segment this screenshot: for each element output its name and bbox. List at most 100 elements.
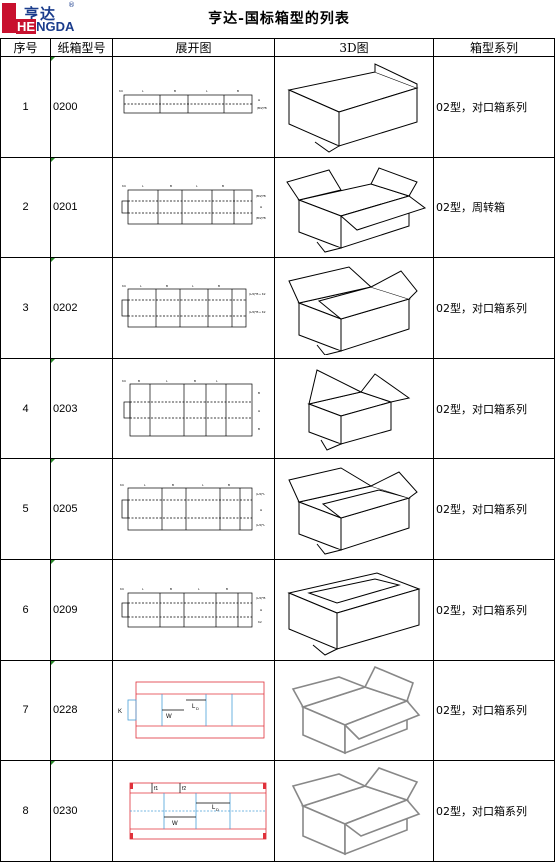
table-row: 8 0230 <box>0 760 555 862</box>
svg-text:L: L <box>198 587 200 591</box>
svg-text:L: L <box>212 805 216 811</box>
box-3d-0200 <box>287 63 419 153</box>
col-header-code: 纸箱型号 <box>50 38 113 57</box>
box-type-table: 序号 纸箱型号 展开图 3D图 箱型系列 1 0200 KC <box>0 38 555 862</box>
svg-text:B: B <box>218 284 220 288</box>
svg-text:KC: KC <box>122 184 127 188</box>
row-index: 1 <box>0 56 51 158</box>
svg-text:B: B <box>166 284 168 288</box>
svg-text:D: D <box>196 706 199 711</box>
svg-text:(L/2)*B: (L/2)*B <box>256 596 265 600</box>
svg-text:L: L <box>216 379 218 383</box>
box-3d-0228 <box>291 666 421 755</box>
svg-text:D: D <box>216 807 219 812</box>
box-3d-0209 <box>287 572 421 656</box>
svg-text:(B/2)*B: (B/2)*B <box>256 216 266 220</box>
svg-text:B: B <box>170 184 172 188</box>
box-3d-0202 <box>288 266 418 355</box>
svg-text:L: L <box>140 284 142 288</box>
svg-text:(L/2)*L: (L/2)*L <box>256 492 265 496</box>
row-series: 02型，对口箱系列 <box>433 760 555 862</box>
box-3d-view <box>274 659 434 762</box>
layout-diagram: KC L B L B (B/2)*B H (B/2)*B <box>112 156 275 259</box>
svg-text:K: K <box>118 709 122 715</box>
box-3d-0230 <box>291 767 421 856</box>
logo-mark <box>2 3 16 33</box>
svg-text:L: L <box>196 184 198 188</box>
svg-text:(L/2)*B + K2: (L/2)*B + K2 <box>249 292 266 296</box>
svg-text:L: L <box>192 284 194 288</box>
svg-text:B: B <box>222 184 224 188</box>
row-series: 02型，对口箱系列 <box>433 458 555 560</box>
box-3d-view <box>274 558 434 661</box>
svg-text:L: L <box>192 704 196 710</box>
svg-text:KC: KC <box>122 284 127 288</box>
row-series: 02型，对口箱系列 <box>433 659 555 762</box>
svg-text:(L/2)*B + K2: (L/2)*B + K2 <box>249 310 266 314</box>
svg-text:KC: KC <box>119 89 124 93</box>
col-header-layout: 展开图 <box>112 38 275 57</box>
svg-text:L: L <box>142 184 144 188</box>
header: 亨达 ® HENGDA 亨达-国标箱型的列表 <box>0 0 558 38</box>
svg-text:L: L <box>142 587 144 591</box>
row-index: 2 <box>0 156 51 259</box>
logo-chinese: 亨达 <box>24 5 57 23</box>
row-index: 8 <box>0 760 51 862</box>
svg-text:B: B <box>170 587 172 591</box>
box-3d-view <box>274 257 434 359</box>
box-3d-0203 <box>307 368 411 451</box>
box-3d-view <box>274 156 434 259</box>
svg-text:B: B <box>226 587 228 591</box>
box-3d-0201 <box>286 167 427 253</box>
row-code: 0200 <box>50 56 113 158</box>
row-index: 6 <box>0 558 51 661</box>
box-3d-view <box>274 458 434 560</box>
svg-text:L: L <box>144 483 146 487</box>
svg-text:H: H <box>260 508 262 512</box>
row-code: 0230 <box>50 760 113 862</box>
row-code: 0205 <box>50 458 113 560</box>
row-series: 02型，对口箱系列 <box>433 558 555 661</box>
table-header-row: 序号 纸箱型号 展开图 3D图 箱型系列 <box>0 38 555 57</box>
svg-text:(L/2)*L: (L/2)*L <box>256 523 265 527</box>
layout-diagram: KC L B L B (L/2)*L H (L/2)*L <box>112 458 275 560</box>
svg-text:H: H <box>260 205 262 209</box>
svg-text:B: B <box>228 483 230 487</box>
row-code: 0202 <box>50 257 113 359</box>
row-series: 02型，周转箱 <box>433 156 555 259</box>
svg-text:H: H <box>260 608 262 612</box>
svg-text:B: B <box>172 483 174 487</box>
svg-text:L: L <box>206 89 208 93</box>
col-header-series: 箱型系列 <box>433 38 555 57</box>
svg-text:KC: KC <box>120 483 125 487</box>
svg-text:f1: f1 <box>154 786 158 792</box>
layout-diagram: KC L B L B (L/2)*B + K2 (L/2)*B + K2 <box>112 257 275 359</box>
row-index: 4 <box>0 357 51 460</box>
row-series: 02型，对口箱系列 <box>433 56 555 158</box>
box-3d-view <box>274 760 434 862</box>
svg-text:B: B <box>194 379 196 383</box>
col-header-3d: 3D图 <box>274 38 434 57</box>
svg-text:L: L <box>142 89 144 93</box>
logo-registered: ® <box>68 1 75 9</box>
svg-text:L: L <box>166 379 168 383</box>
svg-text:(B/2)*B: (B/2)*B <box>257 106 267 110</box>
svg-text:KC: KC <box>120 587 125 591</box>
row-code: 0203 <box>50 357 113 460</box>
row-index: 7 <box>0 659 51 762</box>
svg-text:(B/2)*B: (B/2)*B <box>256 194 266 198</box>
svg-text:L: L <box>202 483 204 487</box>
row-code: 0209 <box>50 558 113 661</box>
hengda-logo: 亨达 ® HENGDA <box>2 1 114 35</box>
flat-layout-0201: KC L B L B (B/2)*B H (B/2)*B <box>121 184 266 225</box>
